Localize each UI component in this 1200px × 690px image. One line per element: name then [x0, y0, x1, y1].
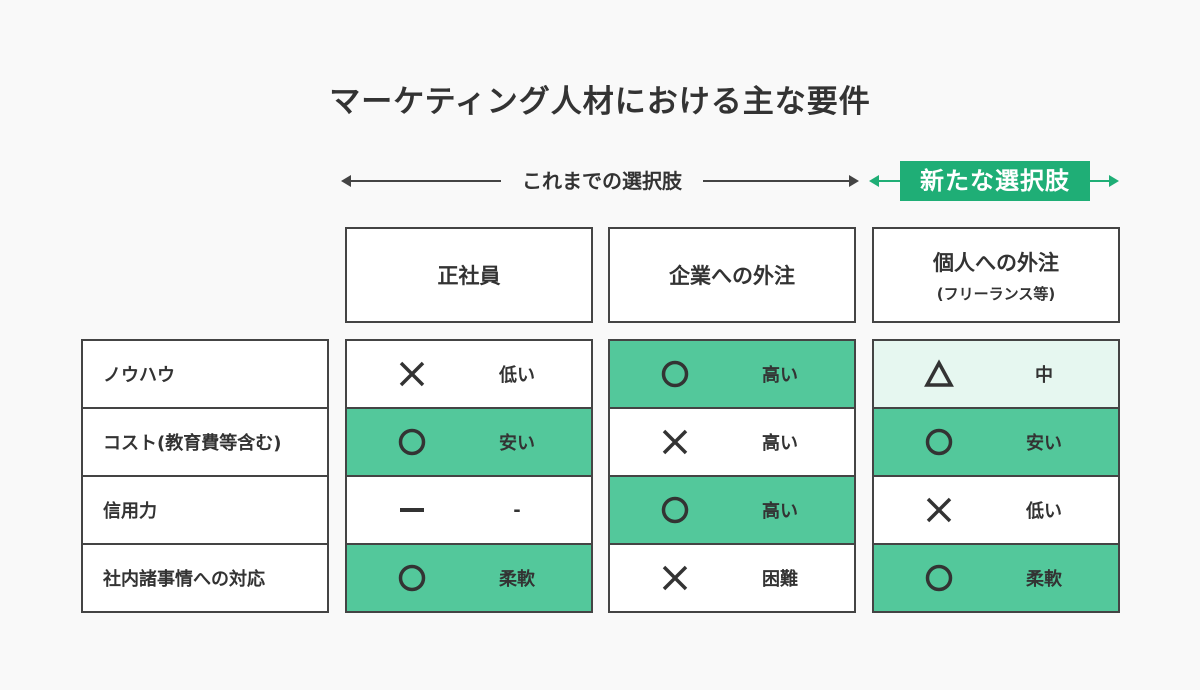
page-title: マーケティング人材における主な要件 — [329, 84, 871, 120]
row-label: コスト(教育費等含む) — [83, 407, 327, 475]
table-cell: 高い — [610, 475, 854, 543]
range-line — [877, 180, 903, 182]
table-cell: 高い — [610, 407, 854, 475]
cross-icon — [660, 427, 690, 457]
cell-value: 低い — [499, 365, 535, 386]
row-label: 社内諸事情への対応 — [83, 543, 327, 611]
column-individual-outsourcing: 中安い低い柔軟 — [872, 339, 1120, 613]
cell-value: 高い — [762, 501, 798, 522]
range-line — [349, 180, 501, 182]
circle-icon — [924, 563, 954, 593]
arrow-right-icon — [849, 175, 859, 187]
column-title: 正社員 — [437, 264, 501, 288]
cross-icon — [397, 359, 427, 389]
cell-value: 安い — [1026, 433, 1062, 454]
column-title: 企業への外注 — [669, 264, 795, 288]
table-cell: 柔軟 — [874, 543, 1118, 611]
cross-icon — [924, 495, 954, 525]
circle-icon — [660, 359, 690, 389]
row-label-text: ノウハウ — [103, 365, 175, 386]
table-cell: 安い — [347, 407, 591, 475]
cell-value: 中 — [1035, 365, 1053, 386]
cell-value: 安い — [499, 433, 535, 454]
circle-icon — [397, 563, 427, 593]
row-labels: ノウハウ コスト(教育費等含む) 信用力 社内諸事情への対応 — [81, 339, 329, 613]
cell-value: 柔軟 — [499, 569, 535, 590]
table-cell: 低い — [874, 475, 1118, 543]
table-cell: 安い — [874, 407, 1118, 475]
cell-value: 高い — [762, 433, 798, 454]
table-cell: 中 — [874, 341, 1118, 407]
new-options-range: 新たな選択肢 — [869, 161, 1119, 201]
table-cell: 高い — [610, 341, 854, 407]
dash-icon — [397, 495, 427, 525]
row-label: 信用力 — [83, 475, 327, 543]
column-employee: 低い安い - 柔軟 — [345, 339, 593, 613]
column-header-individual-outsourcing: 個人への外注 (フリーランス等) — [872, 227, 1120, 323]
arrow-right-icon — [1109, 175, 1119, 187]
previous-options-label: これまでの選択肢 — [522, 169, 682, 193]
table-cell: 低い — [347, 341, 591, 407]
row-label-text: 信用力 — [103, 501, 157, 522]
range-line — [1085, 180, 1111, 182]
previous-options-range: これまでの選択肢 — [341, 166, 859, 196]
cell-value: 低い — [1026, 501, 1062, 522]
cell-value: - — [513, 499, 521, 521]
cross-icon — [660, 563, 690, 593]
range-line — [703, 180, 851, 182]
circle-icon — [397, 427, 427, 457]
cell-value: 困難 — [762, 569, 798, 590]
table-cell: - — [347, 475, 591, 543]
table-cell: 柔軟 — [347, 543, 591, 611]
arrow-left-icon — [869, 175, 879, 187]
circle-icon — [924, 427, 954, 457]
column-header-company-outsourcing: 企業への外注 — [608, 227, 856, 323]
new-options-badge: 新たな選択肢 — [900, 161, 1090, 201]
column-company-outsourcing: 高い高い高い困難 — [608, 339, 856, 613]
cell-value: 柔軟 — [1026, 569, 1062, 590]
row-label-text: 社内諸事情への対応 — [103, 569, 265, 590]
circle-icon — [660, 495, 690, 525]
triangle-icon — [924, 359, 954, 389]
column-subtitle: (フリーランス等) — [936, 284, 1056, 303]
table-cell: 困難 — [610, 543, 854, 611]
column-title: 個人への外注 — [933, 250, 1059, 275]
row-label-text: コスト(教育費等含む) — [103, 433, 282, 454]
cell-value: 高い — [762, 365, 798, 386]
arrow-left-icon — [341, 175, 351, 187]
row-label: ノウハウ — [83, 341, 327, 407]
column-header-employee: 正社員 — [345, 227, 593, 323]
